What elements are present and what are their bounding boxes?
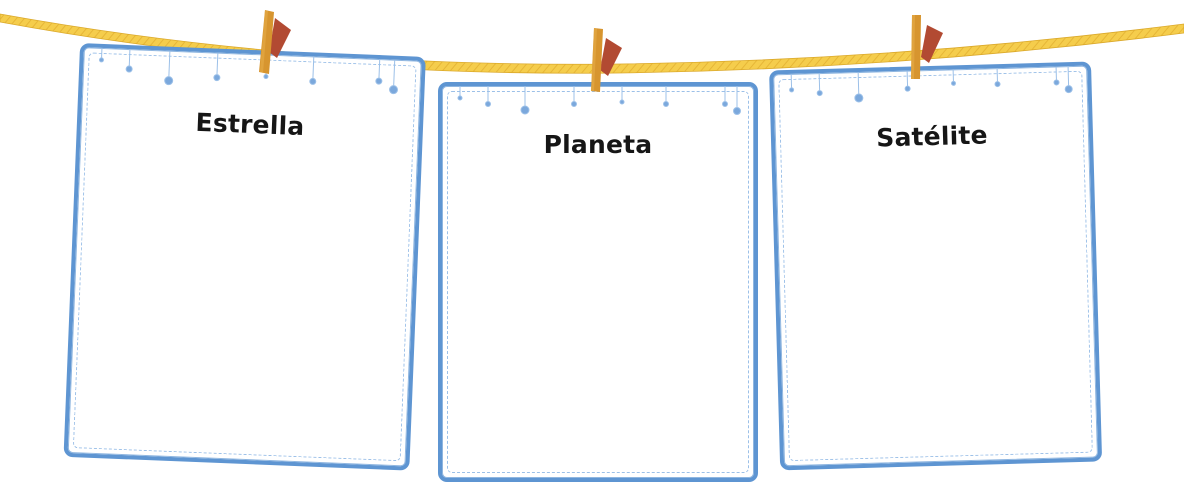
clothesline-scene: Estrella Planeta [0,0,1184,471]
card-title: Estrella [81,103,420,146]
hanging-dots-decoration [91,48,422,97]
card-estrella[interactable]: Estrella [64,43,426,471]
card-title: Satélite [775,118,1090,156]
hanging-dots-decoration [450,86,754,122]
card-satelite[interactable]: Satélite [769,62,1102,471]
card-planeta[interactable]: Planeta [438,82,758,482]
hanging-dots-decoration [781,66,1088,111]
card-title: Planeta [442,130,754,159]
